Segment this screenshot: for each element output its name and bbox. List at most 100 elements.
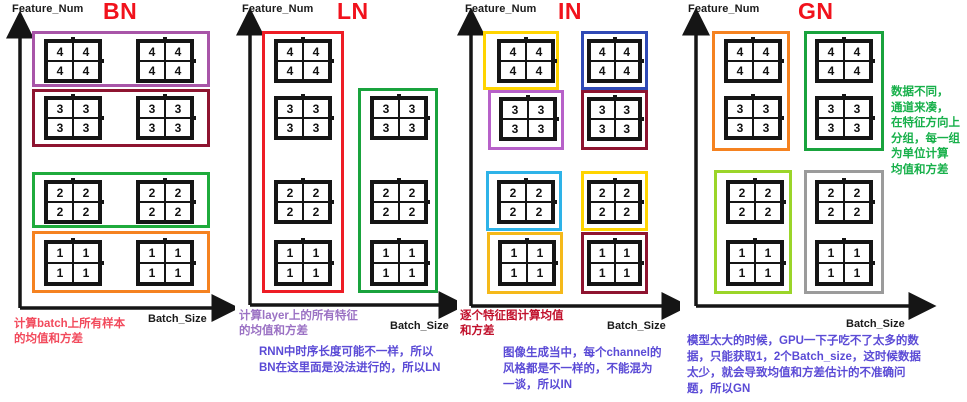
cell: 4 [500,61,526,80]
block-gn-c1-l4: 4 4 4 4 [815,37,875,83]
ln-group-left-column [262,31,344,293]
cell: 4 [303,61,329,80]
cell: 2 [303,202,329,221]
cell: 3 [590,119,615,138]
block-ln-c0-l1: 1 1 1 1 [274,238,334,286]
cell: 2 [399,202,425,221]
in-group-c1-l1 [581,232,648,294]
cell: 2 [818,183,844,202]
connector-nub-top-icon [301,178,305,183]
cell: 2 [73,202,99,221]
gn-group-right-bottom [804,170,884,294]
cell: 1 [373,263,399,283]
cell: 4 [73,61,99,80]
cell: 3 [727,99,753,118]
cell: 2 [139,202,165,221]
connector-nub-top-icon [842,37,846,42]
cell: 1 [729,263,755,283]
cell: 4 [526,61,552,80]
cell: 1 [47,243,73,263]
panel-ln: Feature_Num LN 4 4 4 4 3 3 3 3 2 2 [235,0,457,402]
connector-nub-icon [780,200,786,204]
gn-group-left-bottom [714,170,792,294]
cell: 4 [753,61,779,80]
block-bn-c0-l4: 4 4 4 4 [44,37,104,83]
cell: 1 [527,243,553,263]
block-ln-c1-l1: 1 1 1 1 [370,238,430,286]
y-axis-label-in: Feature_Num [465,3,537,15]
block-gn-c1-l2: 2 2 2 2 [815,178,875,224]
cell: 2 [590,202,615,221]
cell: 3 [373,99,399,118]
cell: 4 [277,42,303,61]
connector-nub-top-icon [163,178,167,183]
cell: 1 [399,263,425,283]
block-bn-c0-l2: 2 2 2 2 [44,178,104,224]
cell: 2 [614,183,639,202]
connector-nub-icon [638,261,644,265]
cell: 3 [73,118,99,137]
cell: 2 [277,183,303,202]
x-axis-label-in: Batch_Size [607,320,666,332]
cell: 1 [527,263,553,283]
caption-ln: 计算layer上的所有特征 的均值和方差 [239,310,358,337]
cell: 1 [73,243,99,263]
cell: 3 [753,99,779,118]
in-group-c1-l4 [581,31,648,90]
cell: 4 [818,61,844,80]
cell: 1 [277,263,303,283]
cell: 1 [277,243,303,263]
connector-nub-top-icon [612,37,617,42]
connector-nub-top-icon [71,238,75,243]
in-group-c0-l1 [487,232,563,294]
connector-nub-top-icon [842,94,846,99]
block-gn-c0-l1: 1 1 1 1 [726,238,786,286]
cell: 2 [165,183,191,202]
cell: 2 [844,202,870,221]
cell: 4 [727,61,753,80]
cell: 3 [139,118,165,137]
cell: 4 [590,42,615,61]
panel-title-ln: LN [337,0,369,24]
connector-nub-icon [98,261,104,265]
cell: 4 [47,61,73,80]
cell: 1 [501,243,527,263]
cell: 1 [47,263,73,283]
cell: 1 [590,243,615,263]
cell: 3 [614,100,639,119]
cell: 2 [526,183,552,202]
connector-nub-icon [328,200,334,204]
connector-nub-top-icon [842,178,846,183]
connector-nub-icon [780,261,786,265]
cell: 4 [139,61,165,80]
cell: 2 [526,202,552,221]
block-bn-c0-l1: 1 1 1 1 [44,238,104,286]
block-bn-c0-l3: 3 3 3 3 [44,94,104,140]
cell: 3 [502,119,528,138]
connector-nub-icon [869,116,875,120]
cell: 2 [139,183,165,202]
cell: 4 [727,42,753,61]
block-in-c0-l2: 2 2 2 2 [497,178,557,224]
cell: 2 [614,202,639,221]
cell: 4 [818,42,844,61]
block-in-c1-l4: 4 4 4 4 [587,37,644,83]
panel-title-in: IN [558,0,582,24]
y-axis-label-ln: Feature_Num [242,3,314,15]
block-bn-c1-l3: 3 3 3 3 [136,94,196,140]
connector-nub-icon [638,200,644,204]
caption-bn: 计算batch上所有样本 的均值和方差 [14,318,126,345]
in-group-c0-l3 [488,90,564,150]
cell: 1 [818,263,844,283]
cell: 3 [399,99,425,118]
cell: 4 [844,42,870,61]
cell: 2 [500,183,526,202]
block-in-c1-l2: 2 2 2 2 [587,178,644,224]
cell: 3 [528,119,554,138]
cell: 1 [165,263,191,283]
cell: 2 [729,202,755,221]
block-bn-c1-l2: 2 2 2 2 [136,178,196,224]
sub-caption-in: 图像生成当中，每个channel的 风格都是不一样的，不能混为 一谈，所以IN [503,347,662,391]
connector-nub-icon [98,200,104,204]
cell: 3 [528,100,554,119]
